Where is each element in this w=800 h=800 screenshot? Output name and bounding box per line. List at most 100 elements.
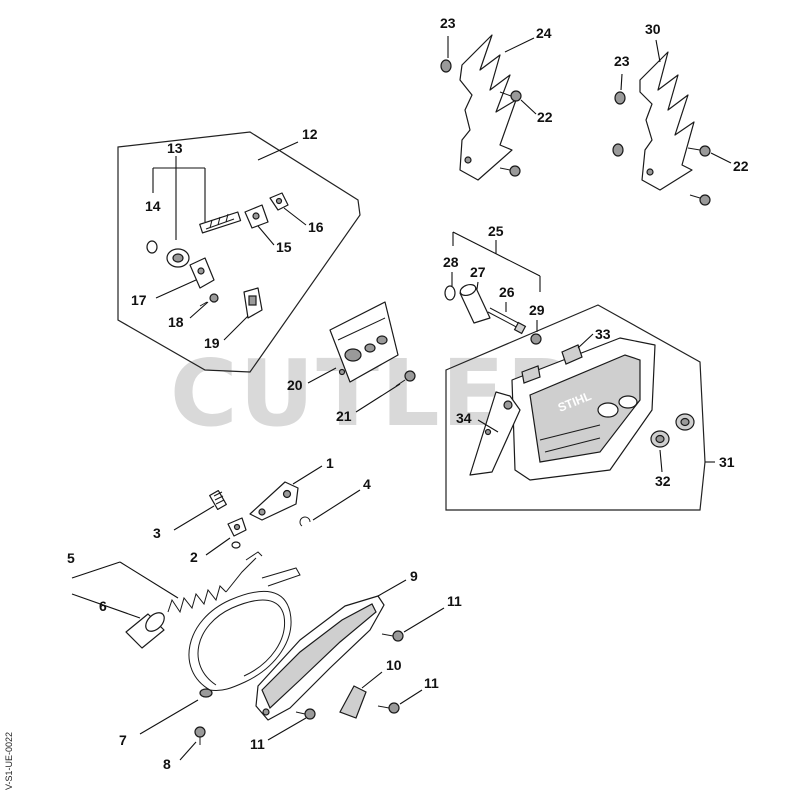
callout-9[interactable]: 9: [410, 568, 418, 584]
leader-5-6-bracket: [71, 561, 179, 619]
callout-5[interactable]: 5: [67, 550, 75, 566]
callout-33[interactable]: 33: [595, 326, 611, 342]
leader-3: [173, 505, 215, 531]
callout-28[interactable]: 28: [443, 254, 459, 270]
callout-4[interactable]: 4: [363, 476, 371, 492]
callout-11-b[interactable]: 11: [424, 675, 439, 691]
callout-20[interactable]: 20: [287, 377, 303, 393]
callout-2[interactable]: 2: [190, 549, 198, 565]
callout-8[interactable]: 8: [163, 756, 171, 772]
callout-23-left[interactable]: 23: [440, 15, 456, 31]
leader-8: [179, 741, 197, 761]
screw-part-11-c: [295, 708, 316, 720]
callout-14[interactable]: 14: [145, 198, 161, 214]
callout-34[interactable]: 34: [456, 410, 472, 426]
pin-part-2: [227, 517, 247, 549]
callout-6[interactable]: 6: [99, 598, 107, 614]
leader-11-c: [267, 717, 307, 741]
sleeve-part-6: [125, 612, 165, 649]
leader-11-a: [403, 607, 445, 633]
callout-15[interactable]: 15: [276, 239, 292, 255]
leader-21: [355, 383, 401, 413]
callout-1[interactable]: 1: [326, 455, 334, 471]
screw-part-18: [199, 293, 219, 307]
leader-34: [477, 419, 499, 433]
callout-24[interactable]: 24: [536, 25, 552, 41]
washer-part-28: [444, 285, 456, 301]
callout-27[interactable]: 27: [470, 264, 486, 280]
screw-part-8: [194, 726, 206, 745]
circlip-part-4: [299, 516, 311, 527]
spike-part-24: [459, 34, 517, 181]
lever-part-1: [249, 481, 299, 521]
plate-part-20: [329, 301, 399, 383]
callout-21[interactable]: 21: [336, 408, 352, 424]
callout-11-c[interactable]: 11: [250, 736, 265, 752]
leader-13-bracket: [152, 156, 206, 240]
callout-32[interactable]: 32: [655, 473, 671, 489]
leader-11-b: [399, 689, 423, 705]
diagram-reference-code: V-S1-UE-0022: [4, 732, 14, 790]
leader-19: [223, 315, 249, 341]
callout-3[interactable]: 3: [153, 525, 161, 541]
callout-26[interactable]: 26: [499, 284, 515, 300]
callout-29[interactable]: 29: [529, 302, 545, 318]
leader-9: [377, 579, 407, 597]
callout-31[interactable]: 31: [719, 454, 735, 470]
callout-17[interactable]: 17: [131, 292, 147, 308]
screw-part-13: [199, 211, 242, 234]
insert-part-10: [339, 685, 367, 719]
link-part-17: [189, 257, 215, 289]
callout-13[interactable]: 13: [167, 140, 183, 156]
leader-7: [139, 699, 199, 735]
nut-part-23-left: [440, 59, 452, 73]
hand-guard-part-9: [255, 595, 385, 721]
callout-16[interactable]: 16: [308, 219, 324, 235]
clip-part-33: [521, 344, 583, 384]
screw-part-11-b: [377, 702, 400, 714]
leader-15: [257, 225, 275, 246]
group-31-frame: [445, 304, 715, 511]
callout-22-right[interactable]: 22: [733, 158, 749, 174]
callout-7[interactable]: 7: [119, 732, 127, 748]
leader-32: [659, 449, 663, 473]
group-12-frame: [117, 131, 361, 373]
callout-23-right[interactable]: 23: [614, 53, 630, 69]
screw-part-22-left: [499, 90, 522, 177]
lever-part-34: [469, 391, 521, 476]
leader-10: [361, 671, 383, 689]
callout-30[interactable]: 30: [645, 21, 661, 37]
leader-23-right: [620, 73, 623, 91]
leader-2: [205, 537, 231, 556]
callout-19[interactable]: 19: [204, 335, 220, 351]
leader-22-right: [710, 152, 732, 164]
leader-30: [655, 39, 661, 63]
leader-33: [577, 333, 594, 349]
stud-part-26: [487, 307, 527, 335]
brake-band-part-7: [188, 567, 301, 698]
washer-part-14: [146, 240, 158, 254]
callout-18[interactable]: 18: [168, 314, 184, 330]
leader-4: [312, 489, 361, 521]
nut-part-23-right-lower: [612, 143, 624, 157]
sprocket-cover-part-31: STIHL: [511, 337, 656, 481]
callout-22-left[interactable]: 22: [537, 109, 553, 125]
spring-part-3: [209, 489, 227, 511]
leader-17: [155, 279, 197, 299]
callout-25[interactable]: 25: [488, 223, 504, 239]
leader-24: [504, 37, 535, 53]
sleeve-part-27: [459, 283, 491, 324]
leader-25-bracket: [452, 231, 541, 292]
callout-10[interactable]: 10: [386, 657, 402, 673]
bracket-part-19: [243, 287, 263, 319]
leader-20: [307, 367, 337, 384]
clip-part-16: [269, 192, 289, 211]
callout-11-a[interactable]: 11: [447, 593, 462, 609]
thumbwheel-part-13: [166, 248, 190, 268]
slider-part-15: [244, 204, 269, 229]
leader-1: [292, 465, 323, 485]
leader-22-left: [520, 99, 537, 115]
nut-part-32: [650, 413, 695, 448]
spring-part-5: [167, 551, 263, 614]
callout-12[interactable]: 12: [302, 126, 318, 142]
